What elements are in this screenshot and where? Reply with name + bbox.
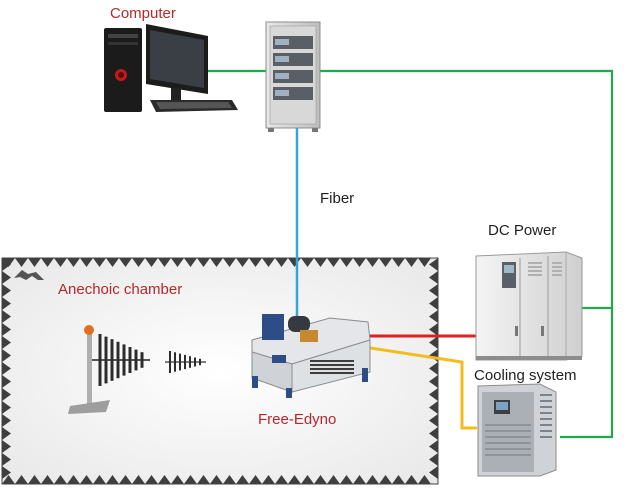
dc-power-cabinet-icon xyxy=(475,251,583,361)
dc-power-label: DC Power xyxy=(488,222,557,239)
cooling-system-label: Cooling system xyxy=(474,367,577,384)
antenna-icon xyxy=(68,325,206,414)
server-rack-icon xyxy=(265,21,321,132)
chamber-absorber-spikes xyxy=(2,258,438,484)
yellow-cooling-link xyxy=(317,338,477,430)
anechoic-chamber-label: Anechoic chamber xyxy=(58,281,183,298)
computer-label: Computer xyxy=(110,5,176,22)
fiber-label: Fiber xyxy=(320,190,355,207)
free-edyno-label: Free-Edyno xyxy=(258,411,337,428)
chamber-logo-icon xyxy=(14,270,44,280)
green-control-links xyxy=(208,69,614,439)
cooling-unit-icon xyxy=(477,383,557,477)
computer-icon xyxy=(104,24,238,112)
dyno-bench-icon xyxy=(251,314,371,398)
